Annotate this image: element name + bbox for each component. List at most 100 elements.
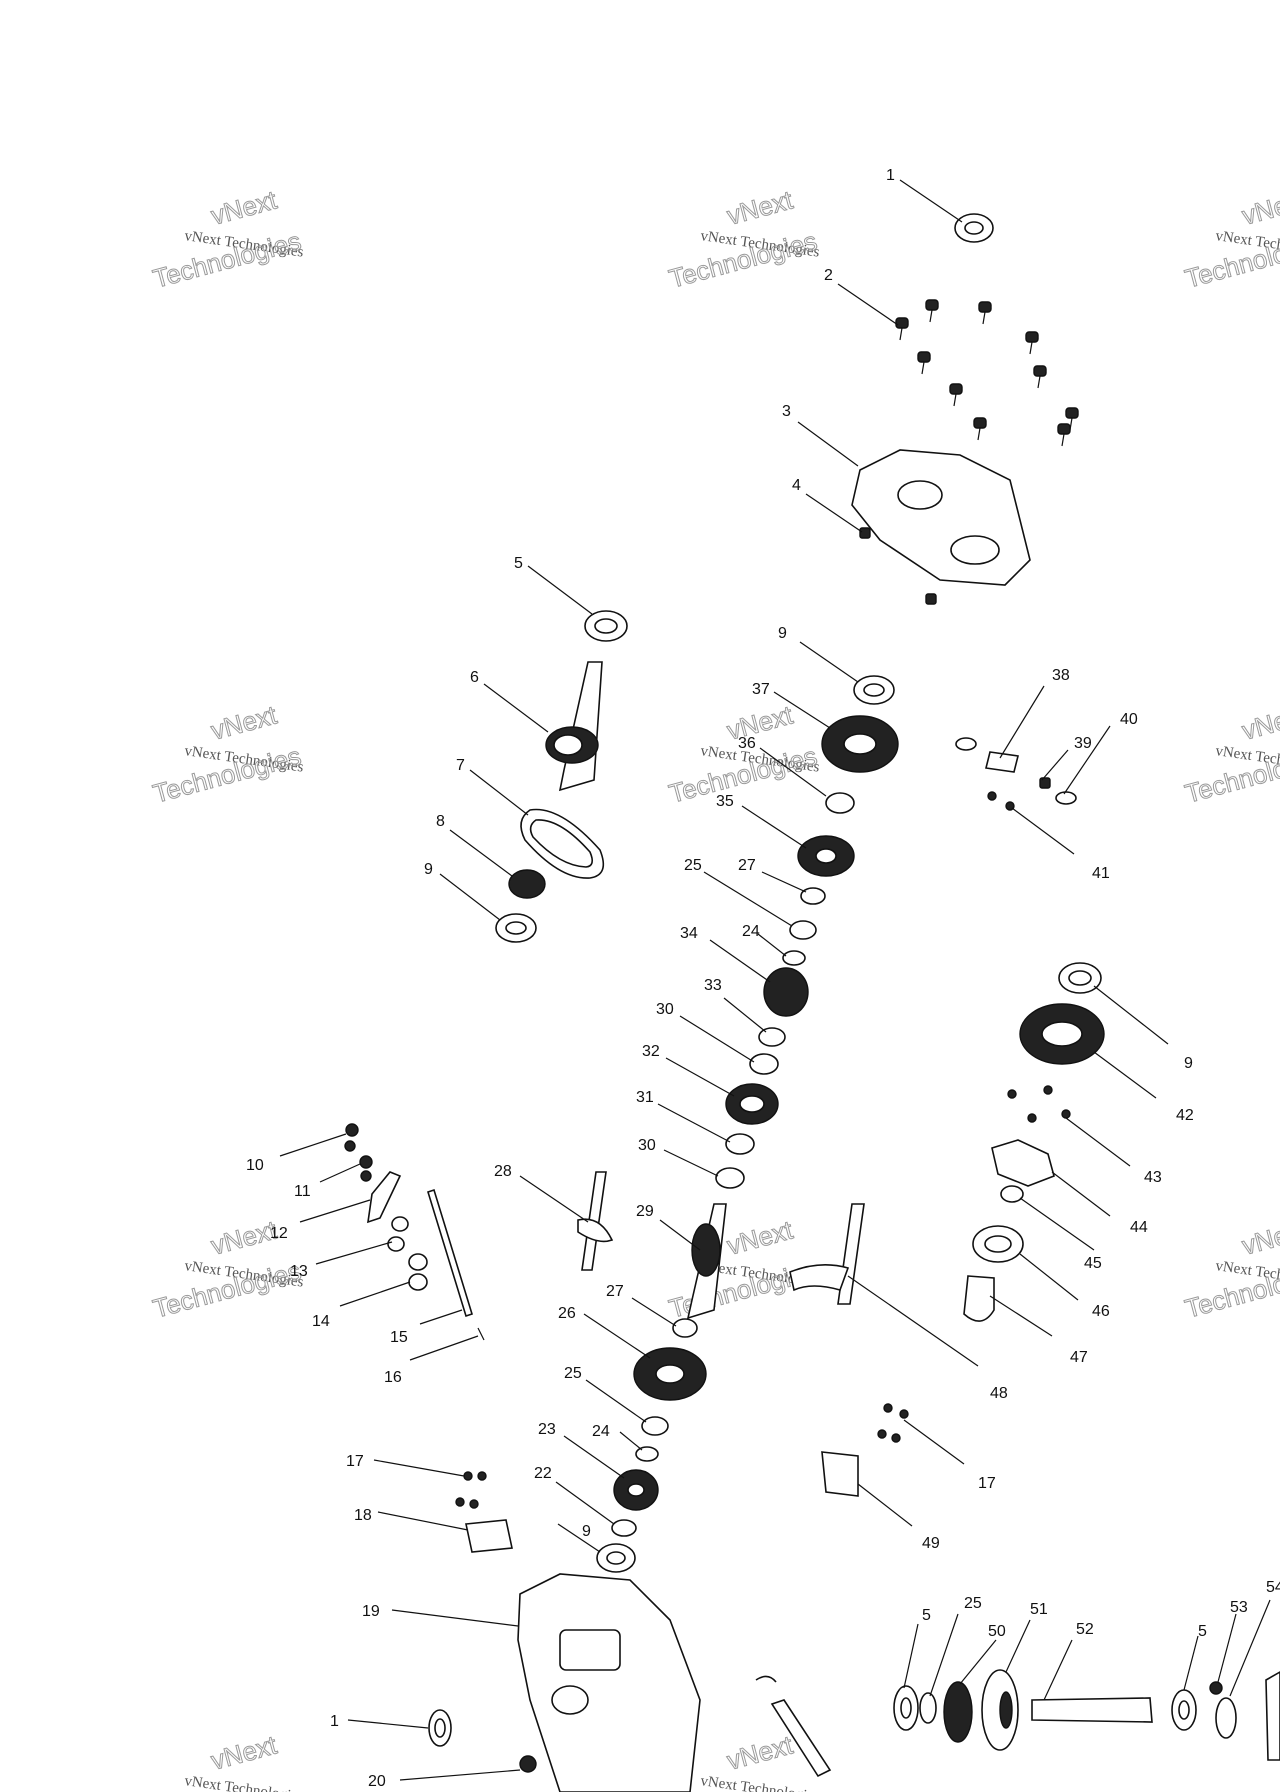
watermark-top: vNext [208,699,281,745]
callout-labels: 1 2 3 4 5 6 7 8 9 9 9 9 10 11 12 13 14 1… [246,167,1280,1790]
part-washer-27b [672,1318,698,1338]
watermark-low-right: vNext vNext Technologies Technologies [1181,1214,1280,1324]
part-lever-12 [367,1171,402,1224]
callout-25: 25 [564,1365,582,1382]
part-seal-1-inner [964,221,984,235]
part-sprocket-8 [508,869,546,899]
callout-49: 49 [922,1535,940,1552]
callout-36: 36 [738,735,756,752]
watermark-top-center: vNext vNext Technologies Technologies [665,184,820,294]
callout-29: 29 [636,1203,654,1220]
callout-20: 20 [368,1773,386,1790]
callout-8: 8 [436,813,445,830]
part-ring-25b [641,1416,669,1436]
callout-22: 22 [534,1465,552,1482]
callout-5: 5 [514,555,523,572]
callout-9: 9 [424,861,433,878]
callout-25: 25 [964,1595,982,1612]
callout-39: 39 [1074,735,1092,752]
part-fork-48 [837,1203,865,1305]
callout-37: 37 [752,681,770,698]
callout-53: 53 [1230,1599,1248,1616]
callout-54: 54 [1266,1579,1280,1596]
watermark-line1: vNext Technologies [699,1773,820,1792]
part-spring-11 [359,1155,373,1169]
callout-46: 46 [1092,1303,1110,1320]
parts-layer [344,213,1280,1792]
callout-35: 35 [716,793,734,810]
part-ring-22 [611,1519,637,1537]
watermark-top: vNext [724,699,797,745]
callout-41: 41 [1092,865,1110,882]
part-ring-33 [758,1027,786,1047]
watermark-mid-center: vNext vNext Technologies Technologies [665,699,820,809]
part-ring-54 [1215,1697,1237,1739]
callout-27: 27 [738,857,756,874]
callout-1: 1 [886,167,895,184]
part-washer-36 [825,792,855,814]
callout-15: 15 [390,1329,408,1346]
part-bolts-2 [895,299,1079,447]
callout-9: 9 [778,625,787,642]
leader-lines [279,179,1271,1781]
watermark-top: vNext [1239,184,1280,230]
watermark-top: vNext [724,1729,797,1775]
part-shaft-52 [1031,1697,1153,1723]
part-ring-30a [749,1053,779,1075]
watermark-bottom-left: vNext vNext Technologies [183,1729,304,1792]
callout-48: 48 [990,1385,1008,1402]
part-housing-19 [517,1573,701,1792]
part-screw-17a [463,1471,473,1481]
callout-17: 17 [978,1475,996,1492]
callout-45: 45 [1084,1255,1102,1272]
callout-38: 38 [1052,667,1070,684]
part-ball-10 [345,1123,359,1137]
callout-17: 17 [346,1453,364,1470]
part-ring-30b [715,1167,745,1189]
callout-44: 44 [1130,1219,1148,1236]
part-screw-43 [1007,1089,1017,1099]
callout-32: 32 [642,1043,660,1060]
callout-14: 14 [312,1313,330,1330]
watermark-line1: vNext Technologies [183,1773,304,1792]
callout-4: 4 [792,477,801,494]
part-lever-bottom [770,1699,832,1778]
part-detent-38 [985,751,1019,773]
callout-28: 28 [494,1163,512,1180]
part-plug-20 [519,1755,537,1773]
callout-5: 5 [1198,1623,1207,1640]
part-screw-17b [883,1403,893,1413]
callout-9: 9 [1184,1055,1193,1072]
part-dowel-4 [859,527,871,539]
part-clip [755,1675,777,1683]
watermark-top: vNext [208,1729,281,1775]
callout-47: 47 [1070,1349,1088,1366]
callout-31: 31 [636,1089,654,1106]
callout-13: 13 [290,1263,308,1280]
callout-25: 25 [684,857,702,874]
callout-9: 9 [582,1523,591,1540]
callout-6: 6 [470,669,479,686]
part-pin-16 [477,1327,485,1341]
callout-11: 11 [294,1183,311,1200]
callout-1: 1 [330,1713,339,1730]
callout-18: 18 [354,1507,372,1524]
callout-19: 19 [362,1603,380,1620]
callout-3: 3 [782,403,791,420]
part-dowel-4b [925,593,937,605]
watermark-mid-left: vNext vNext Technologies Technologies [149,699,304,809]
part-screw-53 [1209,1681,1223,1695]
part-rod-15 [427,1188,473,1318]
callout-24: 24 [592,1423,610,1440]
watermark-top-right: vNext vNext Technologies Technologies [1181,184,1280,294]
part-ring-40 [1055,791,1077,805]
callout-12: 12 [270,1225,288,1242]
callout-16: 16 [384,1369,402,1386]
callout-43: 43 [1144,1169,1162,1186]
part-spring-39 [1039,777,1051,789]
watermark-top: vNext [208,184,281,230]
callout-27: 27 [606,1283,624,1300]
part-washer-27a [800,887,826,905]
watermark-mid-right: vNext vNext Technologies Technologies [1181,699,1280,809]
callout-7: 7 [456,757,465,774]
